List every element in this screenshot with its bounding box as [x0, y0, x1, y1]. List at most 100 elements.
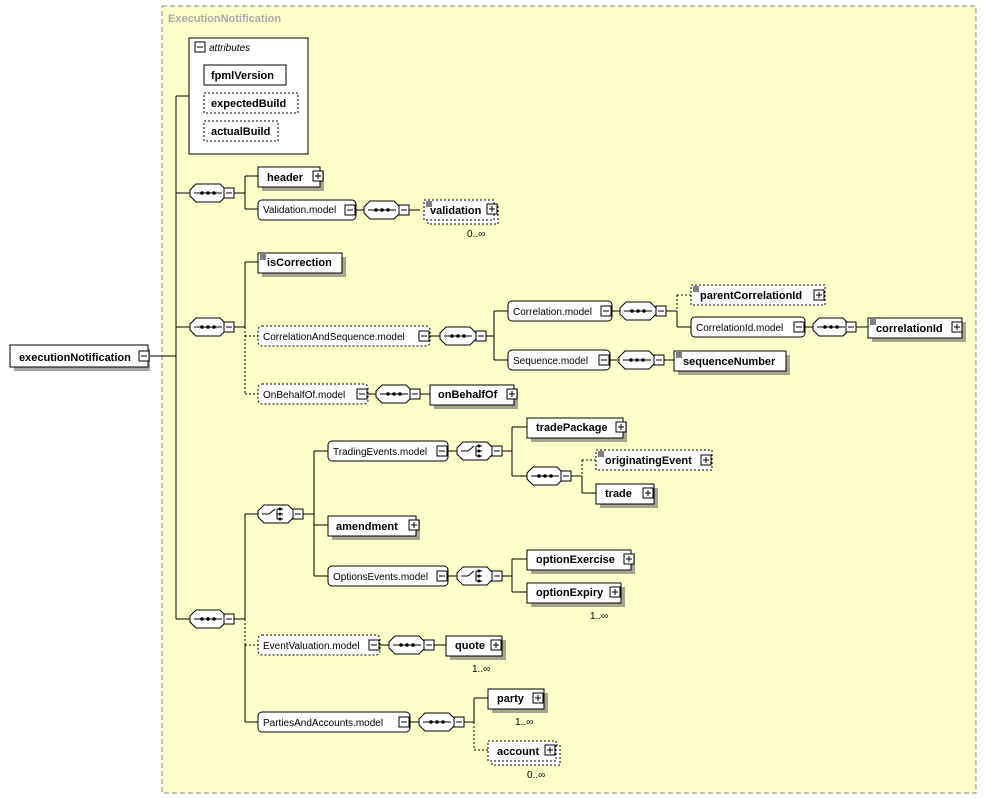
collapse-icon[interactable] [475, 330, 487, 342]
model-eventvaluation[interactable]: EventValuation.model [257, 634, 381, 656]
expand-icon[interactable] [609, 586, 621, 598]
expand-icon[interactable] [700, 454, 712, 466]
collapse-icon[interactable] [436, 570, 448, 582]
svg-text:originatingEvent: originatingEvent [605, 455, 692, 467]
model-tradingevents[interactable]: TradingEvents.model [327, 440, 449, 462]
collapse-icon[interactable] [436, 445, 448, 457]
expand-icon[interactable] [408, 519, 420, 531]
collapse-icon[interactable] [600, 305, 612, 317]
sequence-compositor [189, 183, 227, 203]
attr-fpmlversion-box[interactable] [203, 64, 287, 86]
element-validation[interactable]: validation [423, 199, 499, 225]
element-sequencenumber[interactable]: sequenceNumber [673, 350, 790, 375]
element-header[interactable]: header [257, 166, 324, 191]
element-amendment[interactable]: amendment [327, 515, 420, 540]
choice-compositor [257, 504, 295, 524]
element-party[interactable]: party [487, 688, 548, 713]
collapse-icon[interactable] [423, 639, 435, 651]
collapse-icon[interactable] [292, 508, 304, 520]
choice-compositor [456, 441, 494, 461]
svg-text:optionExercise: optionExercise [536, 554, 615, 566]
svg-text:EventValuation.model: EventValuation.model [263, 641, 360, 652]
choice-compositor [456, 566, 494, 586]
element-iscorrection[interactable]: isCorrection [257, 252, 346, 277]
sequence-compositor [812, 317, 850, 337]
element-parentcorrelationid[interactable]: parentCorrelationId [690, 284, 826, 306]
model-partiesandaccounts[interactable]: PartiesAndAccounts.model [257, 711, 411, 733]
model-correlationid[interactable]: CorrelationId.model [690, 316, 806, 338]
expand-icon[interactable] [532, 692, 544, 704]
collapse-icon[interactable] [398, 716, 410, 728]
collapse-icon[interactable] [453, 716, 465, 728]
svg-text:quote: quote [455, 640, 485, 652]
collapse-icon[interactable] [418, 330, 430, 342]
expand-icon[interactable] [642, 487, 654, 499]
expand-icon[interactable] [544, 744, 556, 756]
attr-expectedbuild: expectedBuild [211, 98, 286, 110]
svg-text:correlationId: correlationId [876, 323, 943, 335]
collapse-icon[interactable] [138, 350, 150, 362]
expand-icon[interactable] [623, 553, 635, 565]
svg-text:onBehalfOf: onBehalfOf [438, 389, 498, 401]
collapse-icon[interactable] [368, 639, 380, 651]
svg-text:account: account [497, 746, 540, 758]
collapse-icon[interactable] [409, 388, 421, 400]
attr-actualbuild-box[interactable] [203, 120, 279, 142]
model-onbehalfof[interactable]: OnBehalfOf.model [257, 383, 369, 405]
element-optionexercise[interactable]: optionExercise [526, 549, 635, 574]
collapse-icon[interactable] [793, 321, 805, 333]
element-account[interactable]: account [487, 740, 561, 766]
attr-actualbuild: actualBuild [211, 126, 270, 138]
collapse-icon[interactable] [655, 305, 667, 317]
collapse-icon[interactable] [560, 470, 572, 482]
sequence-compositor [619, 301, 657, 321]
element-trade[interactable]: trade [595, 483, 658, 508]
collapse-icon[interactable] [223, 321, 235, 333]
collapse-icon[interactable] [398, 204, 410, 216]
attr-expectedbuild-box[interactable] [203, 92, 299, 114]
model-correlation[interactable]: Correlation.model [507, 300, 613, 322]
collapse-icon[interactable] [598, 354, 610, 366]
element-onbehalfof[interactable]: onBehalfOf [429, 384, 518, 409]
svg-text:OnBehalfOf.model: OnBehalfOf.model [263, 390, 345, 401]
svg-text:amendment: amendment [336, 521, 398, 533]
model-sequence[interactable]: Sequence.model [507, 349, 611, 371]
model-optionsevents[interactable]: OptionsEvents.model [327, 565, 449, 587]
collapse-icon[interactable] [491, 445, 503, 457]
expand-icon[interactable] [490, 639, 502, 651]
element-correlationid[interactable]: correlationId [867, 317, 966, 342]
sequence-compositor [439, 326, 477, 346]
element-optionexpiry[interactable]: optionExpiry [526, 582, 625, 607]
expand-icon[interactable] [506, 388, 518, 400]
element-tradepackage[interactable]: tradePackage [526, 417, 627, 442]
attributes-box: attributes fpmlVersion expectedBuild act… [188, 37, 309, 155]
collapse-icon[interactable] [223, 613, 235, 625]
element-originatingevent[interactable]: originatingEvent [595, 449, 713, 471]
svg-text:validation: validation [430, 205, 482, 217]
attr-fpmlversion: fpmlVersion [211, 70, 274, 82]
model-validation[interactable]: Validation.model [257, 199, 357, 221]
svg-text:optionExpiry: optionExpiry [536, 587, 604, 599]
svg-text:TradingEvents.model: TradingEvents.model [333, 447, 427, 458]
expand-icon[interactable] [615, 421, 627, 433]
sequence-compositor [418, 712, 456, 732]
group-title: ExecutionNotification [168, 13, 281, 25]
collapse-icon[interactable] [194, 41, 206, 53]
expand-icon[interactable] [312, 170, 324, 182]
collapse-icon[interactable] [223, 187, 235, 199]
model-correlationandsequence[interactable]: CorrelationAndSequence.model [257, 325, 431, 347]
expand-icon[interactable] [813, 289, 825, 301]
collapse-icon[interactable] [845, 321, 857, 333]
element-quote[interactable]: quote [445, 635, 506, 660]
occurrence-label: 0..∞ [527, 770, 545, 781]
root-element[interactable]: executionNotification [9, 344, 150, 371]
occurrence-label: 1..∞ [472, 664, 490, 675]
svg-text:trade: trade [605, 488, 632, 500]
collapse-icon[interactable] [356, 388, 368, 400]
collapse-icon[interactable] [344, 204, 356, 216]
svg-text:Validation.model: Validation.model [263, 205, 336, 216]
expand-icon[interactable] [951, 321, 963, 333]
collapse-icon[interactable] [653, 354, 665, 366]
expand-icon[interactable] [486, 203, 498, 215]
collapse-icon[interactable] [491, 570, 503, 582]
